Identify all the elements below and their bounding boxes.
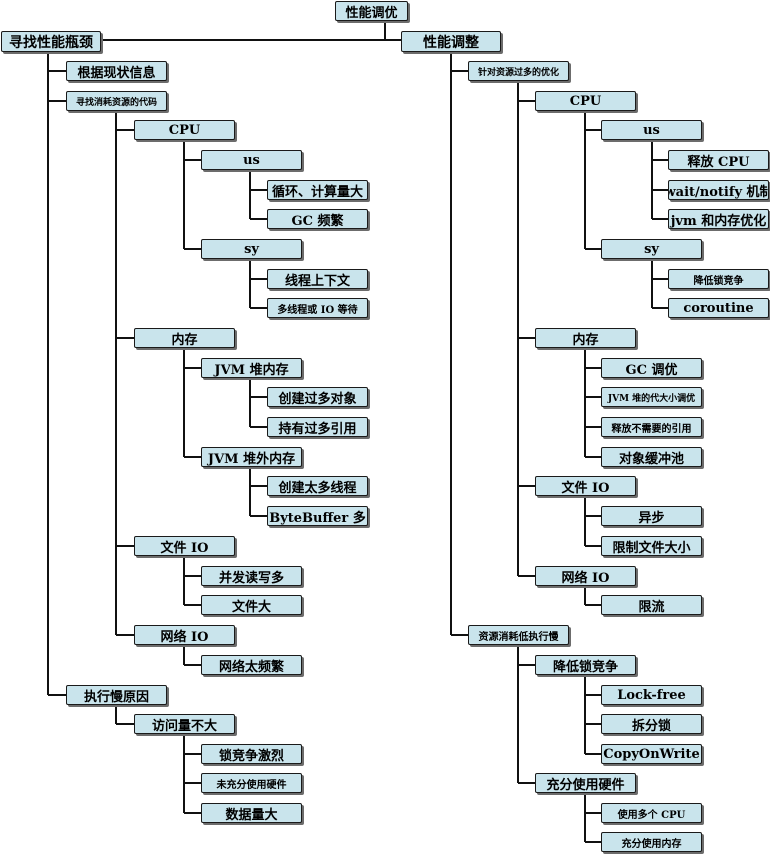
node-right-sy: sy [601, 239, 702, 259]
node-right-file-c1: 异步 [601, 506, 702, 526]
node-left-offheap-c1: 创建太多线程 [267, 476, 368, 496]
node-left-b3: 执行慢原因 [66, 685, 167, 705]
node-right-sy-c2: coroutine [668, 298, 769, 318]
node-left-net: 网络 IO [134, 625, 235, 645]
node-left-us: us [201, 150, 302, 170]
node-left-title: 寻找性能瓶颈 [1, 31, 101, 52]
node-left-low: 访问量不大 [134, 714, 235, 734]
node-right-title: 性能调整 [401, 31, 501, 52]
node-left-low-c2: 未充分使用硬件 [201, 773, 302, 793]
node-right-lock-c1: Lock-free [601, 685, 702, 705]
node-left-file-c2: 文件大 [201, 595, 302, 615]
node-left-sy-c1: 线程上下文 [267, 269, 368, 289]
node-right-b1: 针对资源过多的优化 [468, 61, 569, 81]
node-left-heap-c1: 创建过多对象 [267, 387, 368, 407]
node-right-cpu: CPU [535, 91, 636, 111]
node-right-lock-c3: CopyOnWrite [601, 744, 702, 764]
node-left-sy-c2: 多线程或 IO 等待 [267, 298, 368, 318]
node-right-file-c2: 限制文件大小 [601, 536, 702, 556]
node-root: 性能调优 [335, 1, 408, 21]
node-right-lock-c2: 拆分锁 [601, 714, 702, 734]
node-left-cpu: CPU [134, 120, 235, 140]
node-left-net-c1: 网络太频繁 [201, 655, 302, 675]
node-left-low-c3: 数据量大 [201, 803, 302, 823]
node-right-us-c3: jvm 和内存优化 [668, 209, 769, 229]
node-left-sy: sy [201, 239, 302, 259]
node-left-offheap: JVM 堆外内存 [201, 447, 302, 467]
node-left-heap: JVM 堆内存 [201, 358, 302, 378]
node-right-hw-c2: 充分使用内存 [601, 832, 702, 852]
node-right-us-c1: 释放 CPU [668, 150, 769, 170]
node-right-mem-c4: 对象缓冲池 [601, 447, 702, 467]
node-right-hw: 充分使用硬件 [535, 773, 636, 793]
node-left-b1: 根据现状信息 [66, 61, 167, 81]
node-right-mem-c3: 释放不需要的引用 [601, 417, 702, 437]
node-left-heap-c2: 持有过多引用 [267, 417, 368, 437]
node-right-mem-c1: GC 调优 [601, 358, 702, 378]
node-right-mem: 内存 [535, 328, 636, 348]
node-right-net: 网络 IO [535, 566, 636, 586]
node-right-us: us [601, 120, 702, 140]
node-left-file-c1: 并发读写多 [201, 566, 302, 586]
node-left-us-c1: 循环、计算量大 [267, 180, 368, 200]
node-right-sy-c1: 降低锁竞争 [668, 269, 769, 289]
node-right-mem-c2: JVM 堆的代大小调优 [601, 387, 702, 407]
node-right-lock: 降低锁竞争 [535, 655, 636, 675]
node-right-us-c2: wait/notify 机制 [668, 180, 769, 200]
node-left-us-c2: GC 频繁 [267, 209, 368, 229]
node-right-net-c1: 限流 [601, 595, 702, 615]
node-left-low-c1: 锁竞争激烈 [201, 744, 302, 764]
node-right-b2: 资源消耗低执行慢 [468, 625, 569, 645]
node-right-hw-c1: 使用多个 CPU [601, 803, 702, 823]
node-right-file: 文件 IO [535, 476, 636, 496]
node-left-offheap-c2: ByteBuffer 多 [267, 506, 368, 526]
node-left-file: 文件 IO [134, 536, 235, 556]
node-left-b2: 寻找消耗资源的代码 [66, 91, 167, 111]
node-left-mem: 内存 [134, 328, 235, 348]
